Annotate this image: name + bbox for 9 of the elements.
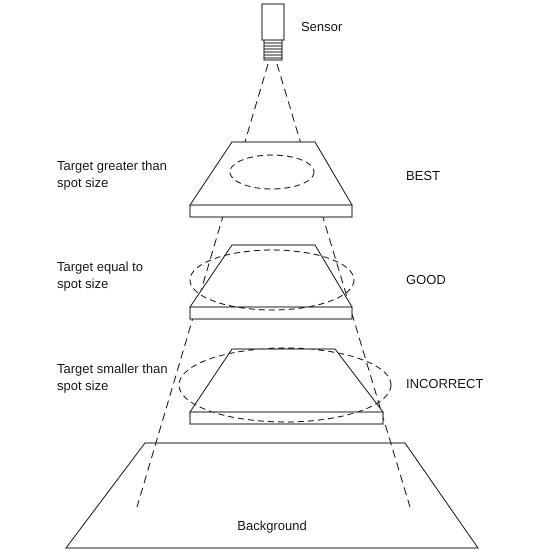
- background-surface: [65, 442, 479, 549]
- rating-label: BEST: [406, 167, 441, 184]
- target-description: Target greater than spot size: [57, 157, 168, 191]
- rating-label: GOOD: [406, 271, 447, 288]
- target-description: Target smaller than spot size: [57, 360, 169, 394]
- rating-label: INCORRECT: [406, 375, 484, 392]
- target-description: Target equal to spot size: [57, 258, 144, 292]
- background-label: Background: [236, 517, 308, 534]
- sensor-label: Sensor: [301, 18, 344, 35]
